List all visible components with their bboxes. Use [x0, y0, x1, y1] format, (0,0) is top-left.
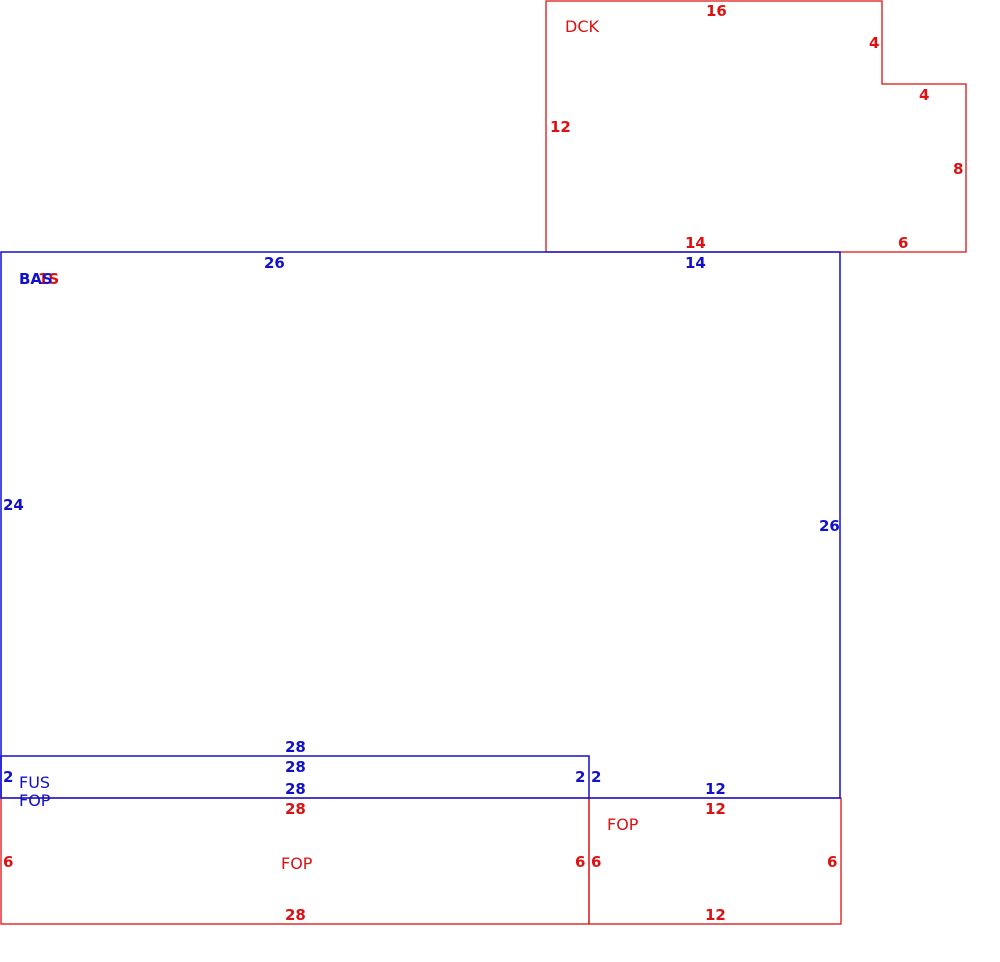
deck-label: DCK	[565, 17, 599, 36]
dim-deck-notch-vertical: 4	[869, 34, 879, 52]
fus-label: FUS	[19, 773, 50, 792]
main-structure-outline-group	[0, 251, 841, 799]
dim-fus-top: 28	[285, 738, 306, 756]
dim-deck-left: 12	[550, 118, 571, 136]
dim-base-top-left: 26	[264, 254, 285, 272]
front-porch-left-label: FOP	[19, 791, 51, 810]
dim-base-left: 24	[3, 496, 24, 514]
dim-base-right: 26	[819, 517, 840, 535]
dim-fop-left-bottom: 28	[285, 906, 306, 924]
dim-fop-left-top: 28	[285, 800, 306, 818]
dim-fus-bottom: 28	[285, 780, 306, 798]
dim-fop-left-right: 6	[575, 853, 585, 871]
dim-fus-right: 2	[575, 768, 585, 786]
front-porch-right-label: FOP	[607, 815, 639, 834]
dim-deck-top: 16	[706, 2, 727, 20]
dim-fop-left-left: 6	[3, 853, 13, 871]
dim-base-bottom-right: 12	[705, 780, 726, 798]
deck-outline	[545, 0, 967, 253]
base-label: BAS	[19, 270, 53, 288]
dim-fop-right-top: 12	[705, 800, 726, 818]
deck-outline-group	[545, 0, 967, 253]
dim-fop-right-left: 6	[591, 853, 601, 871]
front-porch-bottom-label: FOP	[281, 854, 313, 873]
front-porch-dimensions: 28 12 6 6 6 6 28 12	[3, 800, 837, 924]
fus-outline	[0, 755, 590, 798]
dim-fus-top-inner: 28	[285, 758, 306, 776]
deck-dimensions: 16 4 4 8 12 14 6	[550, 2, 963, 252]
base-outline	[0, 251, 841, 799]
base-overlap-label: 1S	[38, 270, 59, 288]
dim-fop-right-bottom: 12	[705, 906, 726, 924]
dim-deck-notch-horizontal: 4	[919, 86, 929, 104]
dim-fop-right-right: 6	[827, 853, 837, 871]
dim-deck-bottom-right: 6	[898, 234, 908, 252]
dim-deck-bottom-left: 14	[685, 234, 706, 252]
dim-fus-left: 2	[3, 768, 13, 786]
dim-fus-step: 2	[591, 768, 601, 786]
fus-dimensions: 28 28 28 2 2 2	[3, 738, 601, 798]
dim-deck-right: 8	[953, 160, 963, 178]
base-dimensions: 26 14 24 26 12	[3, 254, 840, 798]
dim-base-top-right: 14	[685, 254, 706, 272]
